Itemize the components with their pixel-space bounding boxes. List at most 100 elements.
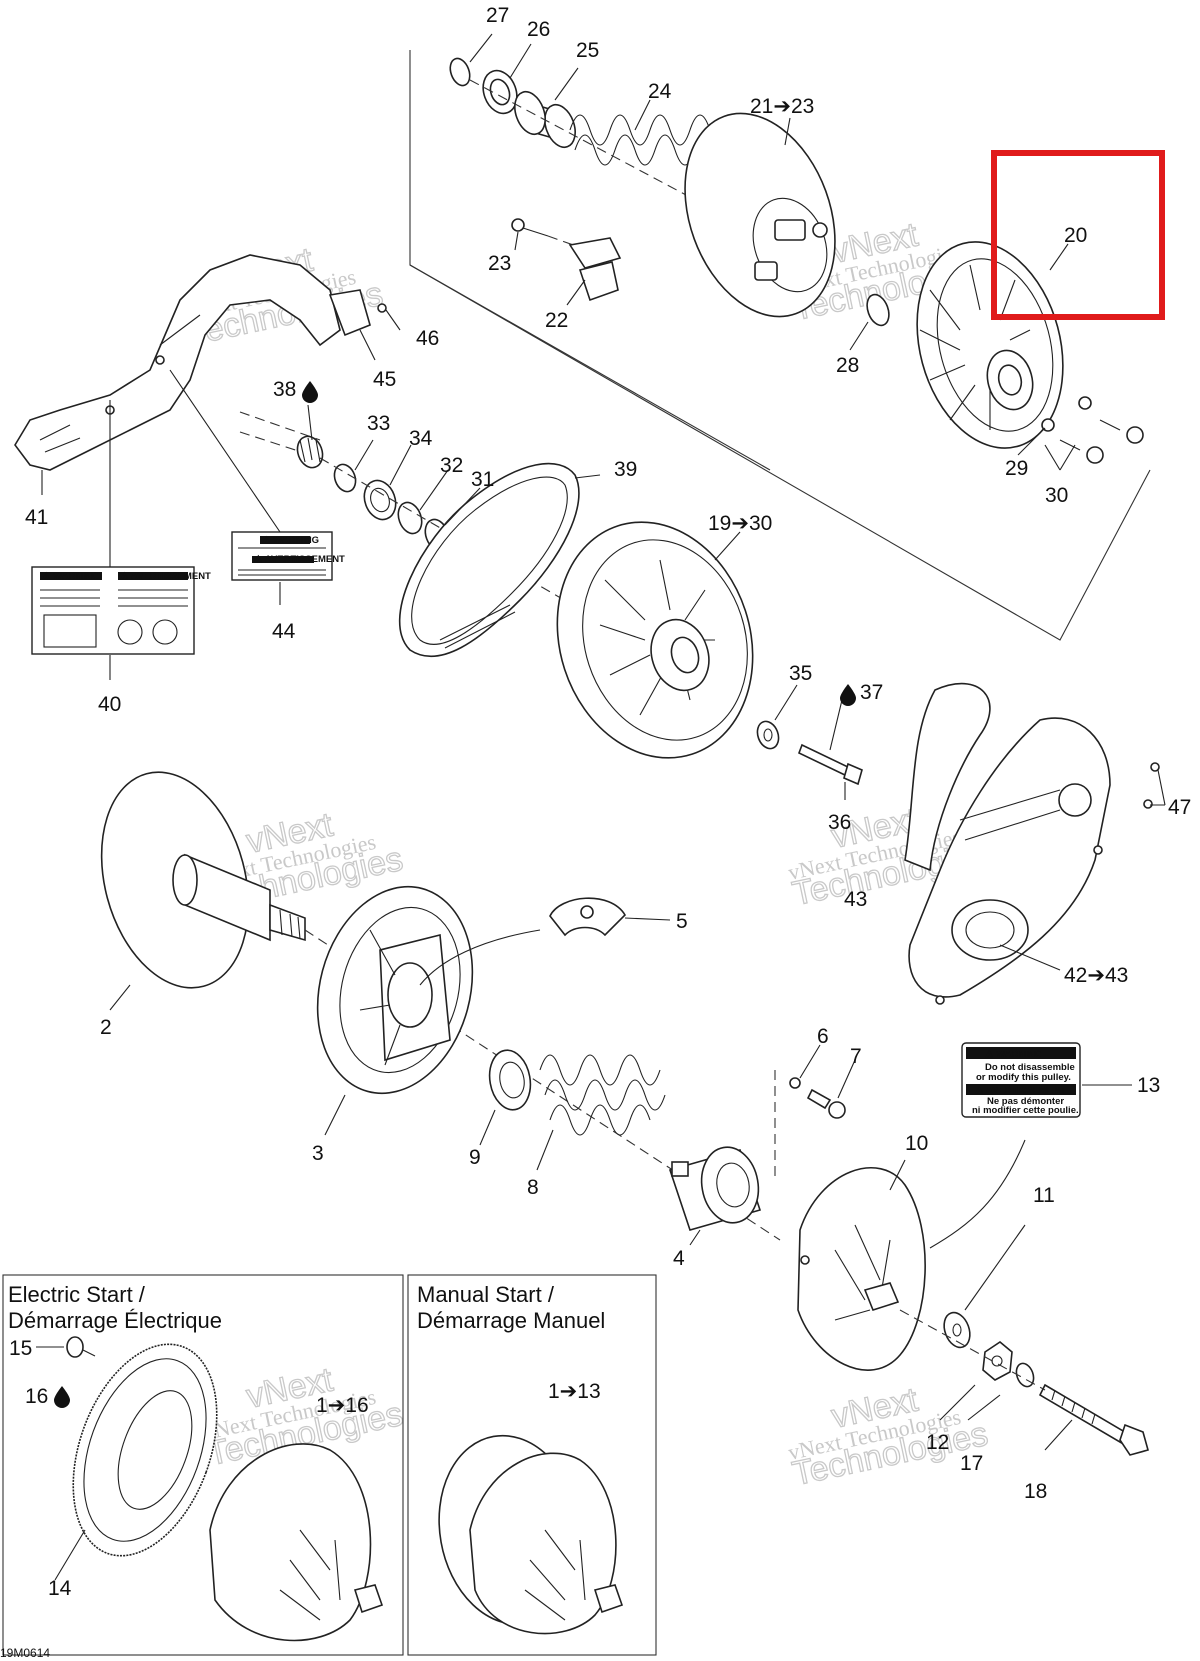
diagram-code: 19M0614 [0,1646,50,1660]
part-23-screw [511,218,549,237]
decal-44: ⚠ WARNING ⚠ AVERTISSEMENT [231,531,345,581]
part-35-washer [756,720,780,750]
part-6-washer [789,1077,801,1089]
part-3-sliding-sheave [316,885,474,1095]
part-43-cover [904,682,1111,998]
callout-16-group: 16 [25,1385,70,1408]
part-10-outer-sheave [797,1167,926,1371]
decal-40: ⚠ WARNING ⚠ AVERTISSEMENT [31,566,211,655]
part-32-washer [397,501,423,535]
callout-42-43: 42➔43 [1064,964,1128,987]
part-24-spring [569,114,711,166]
callout-24: 24 [648,80,672,103]
part-19-driven-pulley [556,521,754,759]
callout-21-23: 21➔23 [750,95,814,118]
oil-drop-icon [302,381,318,403]
callout-6: 6 [817,1025,829,1048]
inset-manual-start: Manual Start / Démarrage Manuel [407,1274,657,1656]
part-11-washer [943,1311,971,1349]
callout-25: 25 [576,39,599,62]
callout-37-group: 37 [840,681,883,706]
decal-44-avertissement-text: ⚠ AVERTISSEMENT [254,554,345,565]
part-18-bolt [1038,1383,1149,1456]
part-22-slider-shoe [568,237,622,302]
callout-30: 30 [1045,484,1068,507]
callout-44: 44 [272,620,296,643]
decal-13-avertissement-line: Ne pas démonter [987,1096,1064,1107]
part-34-washer [363,479,397,521]
callout-38-group: 38 [273,378,318,403]
part-36-bolt [797,743,863,786]
callout-11: 11 [1033,1184,1055,1207]
oil-drop-icon [840,684,856,706]
callout-13: 13 [1137,1074,1160,1097]
inset-manual-subtitle: Démarrage Manuel [417,1308,605,1333]
callout-40: 40 [98,693,121,716]
callout-45: 45 [373,368,396,391]
driven-pulley-frame [409,50,1151,641]
oil-drop-icon [54,1386,70,1408]
decal-13-warning-line: or modify this pulley. [976,1072,1071,1083]
callout-23: 23 [488,252,511,275]
callout-5: 5 [676,910,688,933]
part-25-bushing [514,90,576,149]
part-2-fixed-sheave [100,771,306,989]
callout-47: 47 [1168,796,1191,819]
callout-8: 8 [527,1176,539,1199]
inset-manual-title: Manual Start / [417,1282,555,1307]
callout-4: 4 [673,1247,685,1270]
callout-46: 46 [416,327,439,350]
callout-18: 18 [1024,1480,1047,1503]
callout-28: 28 [836,354,859,377]
part-28-ring [866,293,890,327]
part-33-washer [333,463,357,493]
callout-38: 38 [273,378,296,401]
decal-44-warning-text: ⚠ WARNING [262,535,319,546]
callout-2: 2 [100,1016,112,1039]
callout-35: 35 [789,662,812,685]
callout-7: 7 [850,1045,862,1068]
callout-39: 39 [614,458,637,481]
inset-electric-title: Electric Start / [8,1282,146,1307]
callout-27: 27 [486,4,509,27]
callout-36: 36 [828,811,851,834]
callout-10: 10 [905,1132,928,1155]
callout-3: 3 [312,1142,324,1165]
callout-34: 34 [409,427,433,450]
callout-37: 37 [860,681,883,704]
callout-labels: 27 26 25 24 21➔23 23 22 20 28 29 30 46 4… [9,4,1191,1600]
inset-electric-start: Electric Start / Démarrage Électrique [2,1274,404,1656]
callout-16: 16 [25,1385,48,1408]
decal-40-avertissement-text: ⚠ AVERTISSEMENT [120,571,211,582]
callout-33: 33 [367,412,390,435]
decal-40-warning-text: ⚠ WARNING [42,571,99,582]
part-39-drive-belt [398,462,580,658]
part-12-nut [982,1341,1013,1381]
part-29-30-hardware [1041,396,1144,464]
part-14-ring-gear [72,1343,218,1557]
part-4-governor-cup [668,1146,762,1231]
part-5-roller [549,897,627,937]
callout-29: 29 [1005,457,1028,480]
callout-26: 26 [527,18,550,41]
callout-12: 12 [926,1431,949,1454]
callout-31: 31 [471,468,494,491]
part-15-screw [66,1336,96,1358]
part-7-screw [806,1088,846,1119]
part-1-drive-pulley-electric [209,1443,384,1642]
inset-electric-subtitle: Démarrage Électrique [8,1308,222,1333]
part-46-screw [377,303,387,313]
callout-20: 20 [1064,224,1087,247]
callout-41: 41 [25,506,48,529]
part-8-spring [539,1054,666,1136]
callout-15: 15 [9,1337,32,1360]
part-21-sheave [684,112,836,318]
decal-13-warning-line: Do not disassemble [985,1062,1075,1073]
part-9-cup [488,1049,532,1111]
part-20-fixed-sheave [916,241,1064,449]
callout-32: 32 [440,454,463,477]
callout-43: 43 [844,888,867,911]
part-47-clips [935,762,1160,1005]
decal-13-avertissement-line: ni modifier cette poulie. [972,1105,1079,1116]
